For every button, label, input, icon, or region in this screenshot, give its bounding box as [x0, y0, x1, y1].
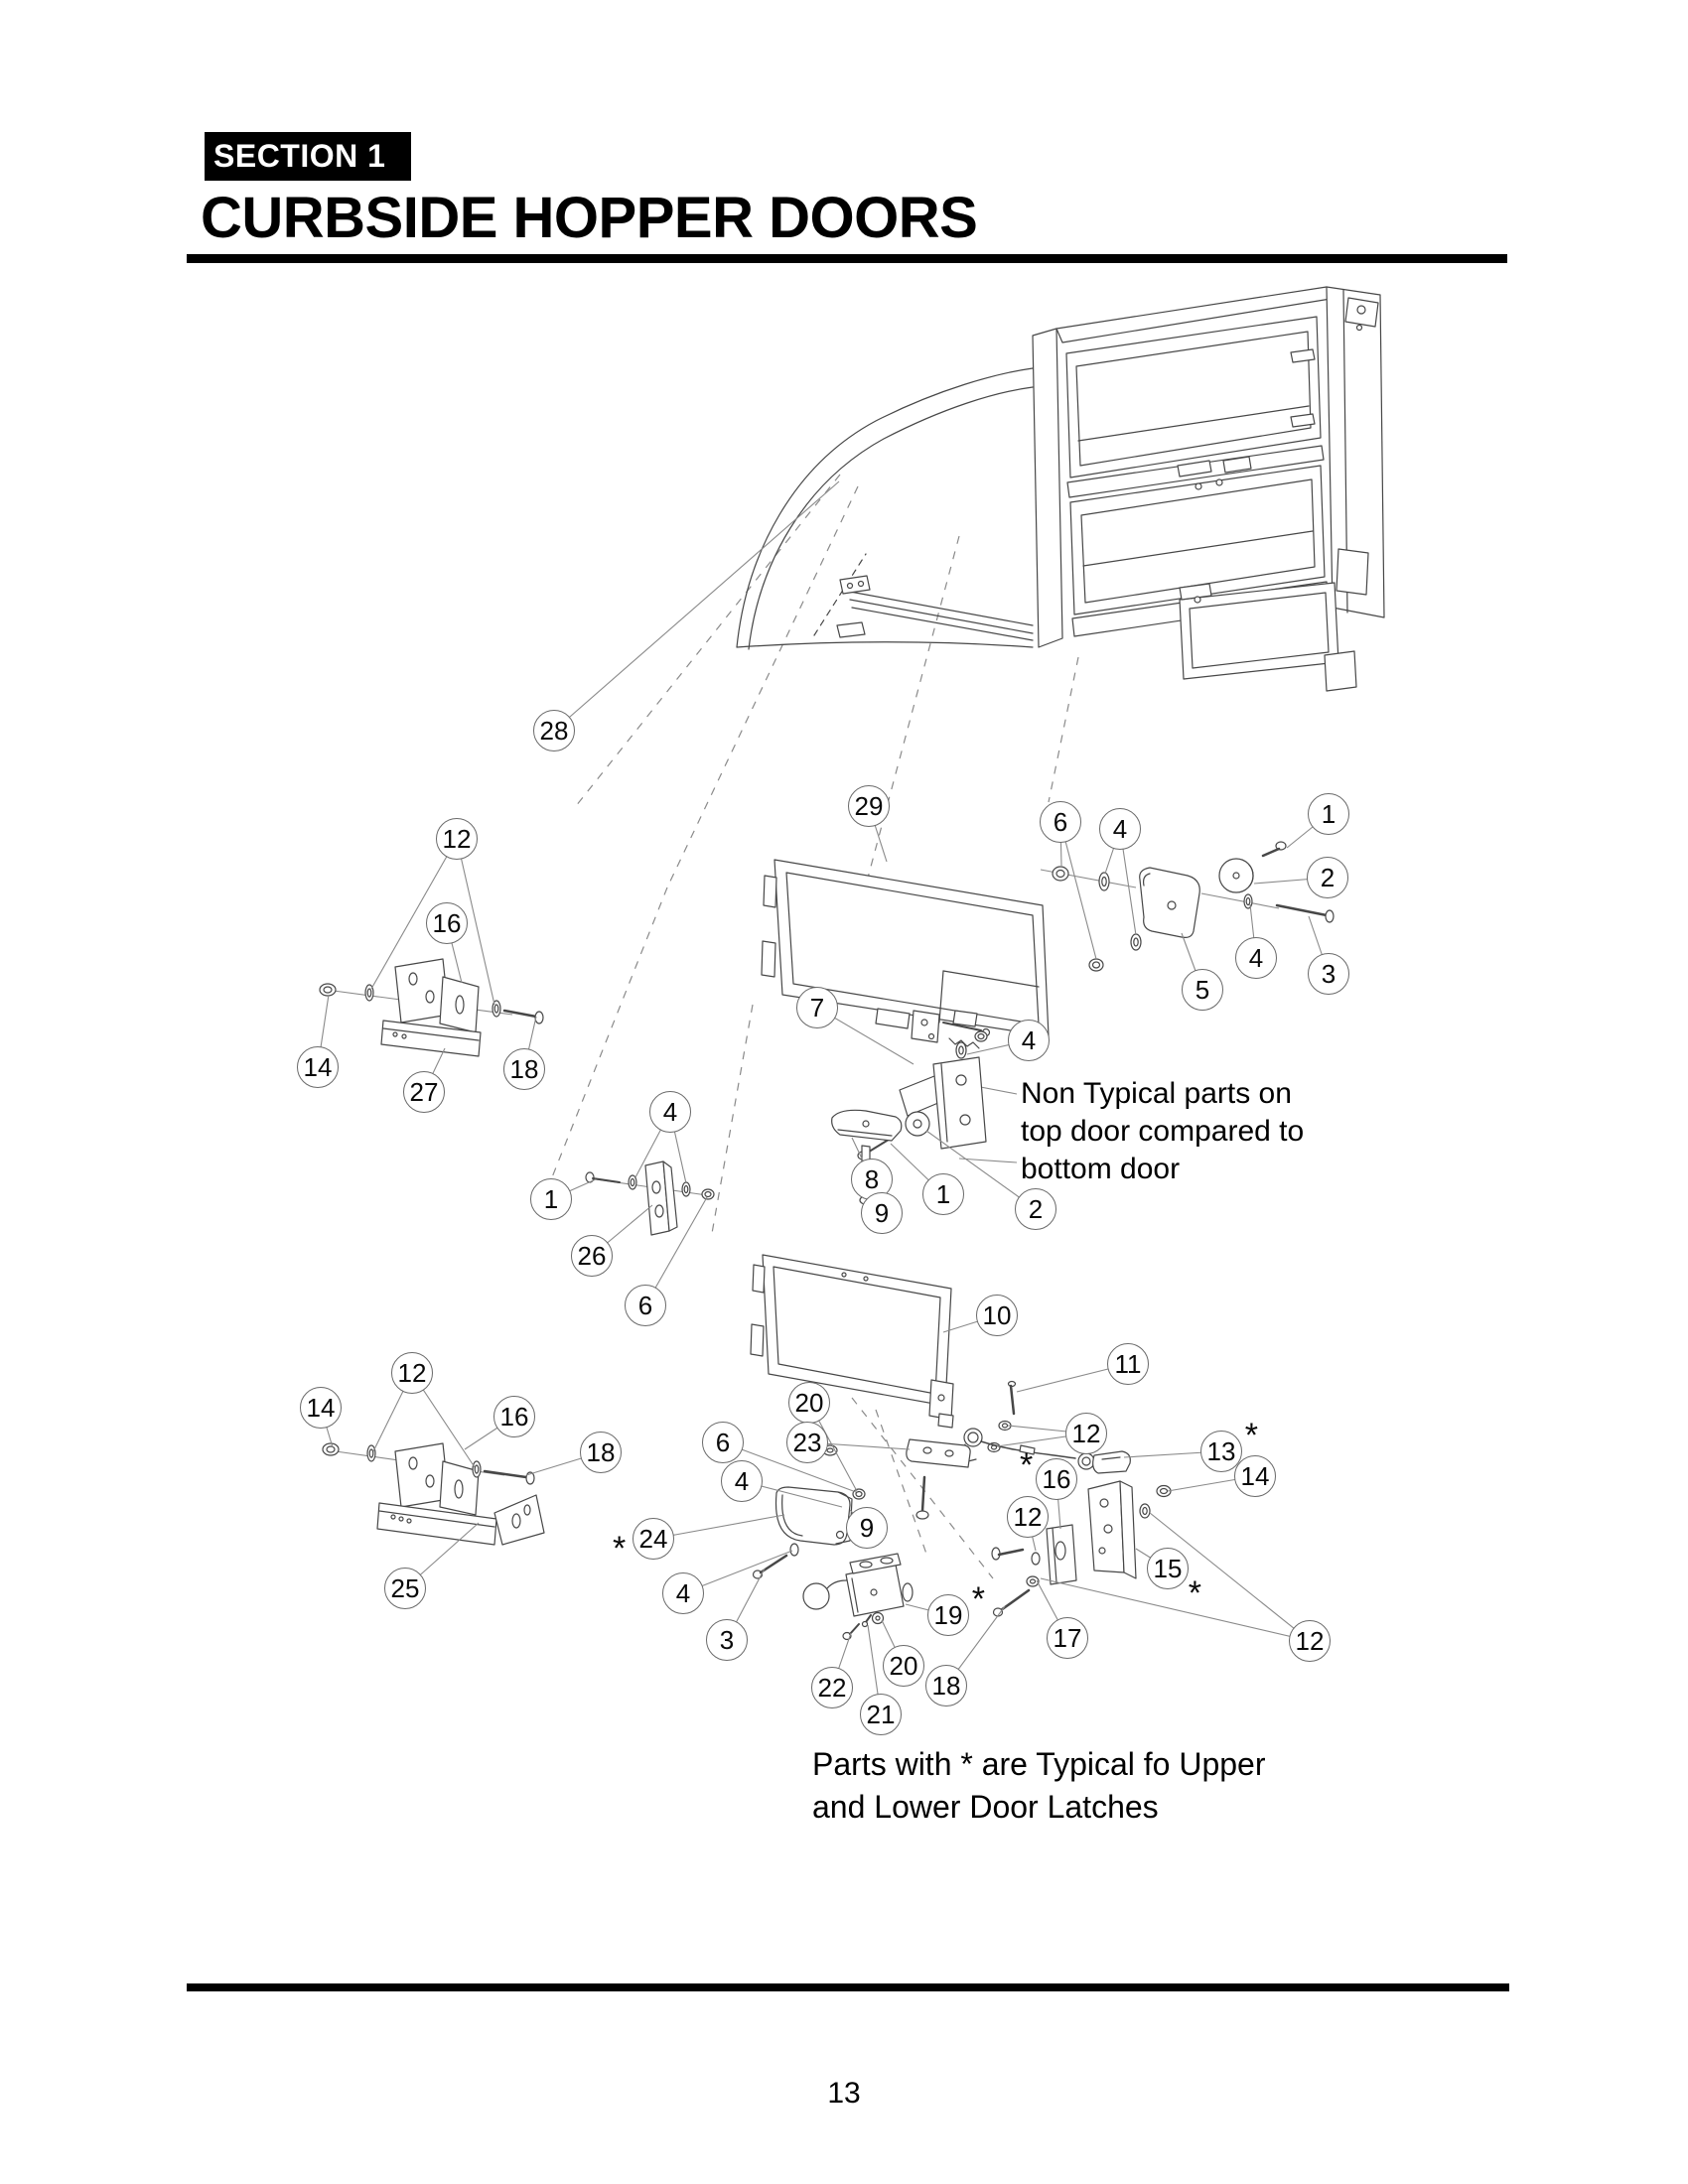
top-door-hinge-sketch: [831, 1030, 988, 1205]
upper-hinge-bracket-sketch: [319, 958, 544, 1057]
lower-door-sketch: [750, 1254, 954, 1429]
upper-door-sketch: [761, 859, 1050, 1049]
keeper-cluster-sketch: [961, 1380, 1172, 1617]
note-typical-parts: Parts with * are Typical fo Upper and Lo…: [812, 1743, 1266, 1829]
note-line: Non Typical parts on: [1021, 1077, 1292, 1110]
section-label: SECTION 1: [213, 138, 386, 174]
note-line: top door compared to: [1021, 1115, 1305, 1148]
page-title: CURBSIDE HOPPER DOORS: [201, 186, 978, 250]
lower-hinge-bracket-sketch: [322, 1442, 545, 1546]
page-number: 13: [827, 2077, 861, 2110]
note-non-typical: Non Typical parts on top door compared t…: [1021, 1075, 1304, 1188]
note-line: and Lower Door Latches: [812, 1789, 1159, 1825]
hinge-plate-sketch: [585, 1160, 715, 1236]
hopper-assembly-sketch: [736, 286, 1385, 692]
note-line: Parts with * are Typical fo Upper: [812, 1746, 1266, 1782]
note-line: bottom door: [1021, 1153, 1181, 1185]
footer-rule: [187, 1983, 1509, 1991]
section-badge: SECTION 1: [205, 132, 411, 181]
upper-right-hardware-sketch: [1052, 841, 1335, 972]
latch-cluster-sketch: [752, 1438, 971, 1641]
header-rule: [187, 254, 1507, 263]
